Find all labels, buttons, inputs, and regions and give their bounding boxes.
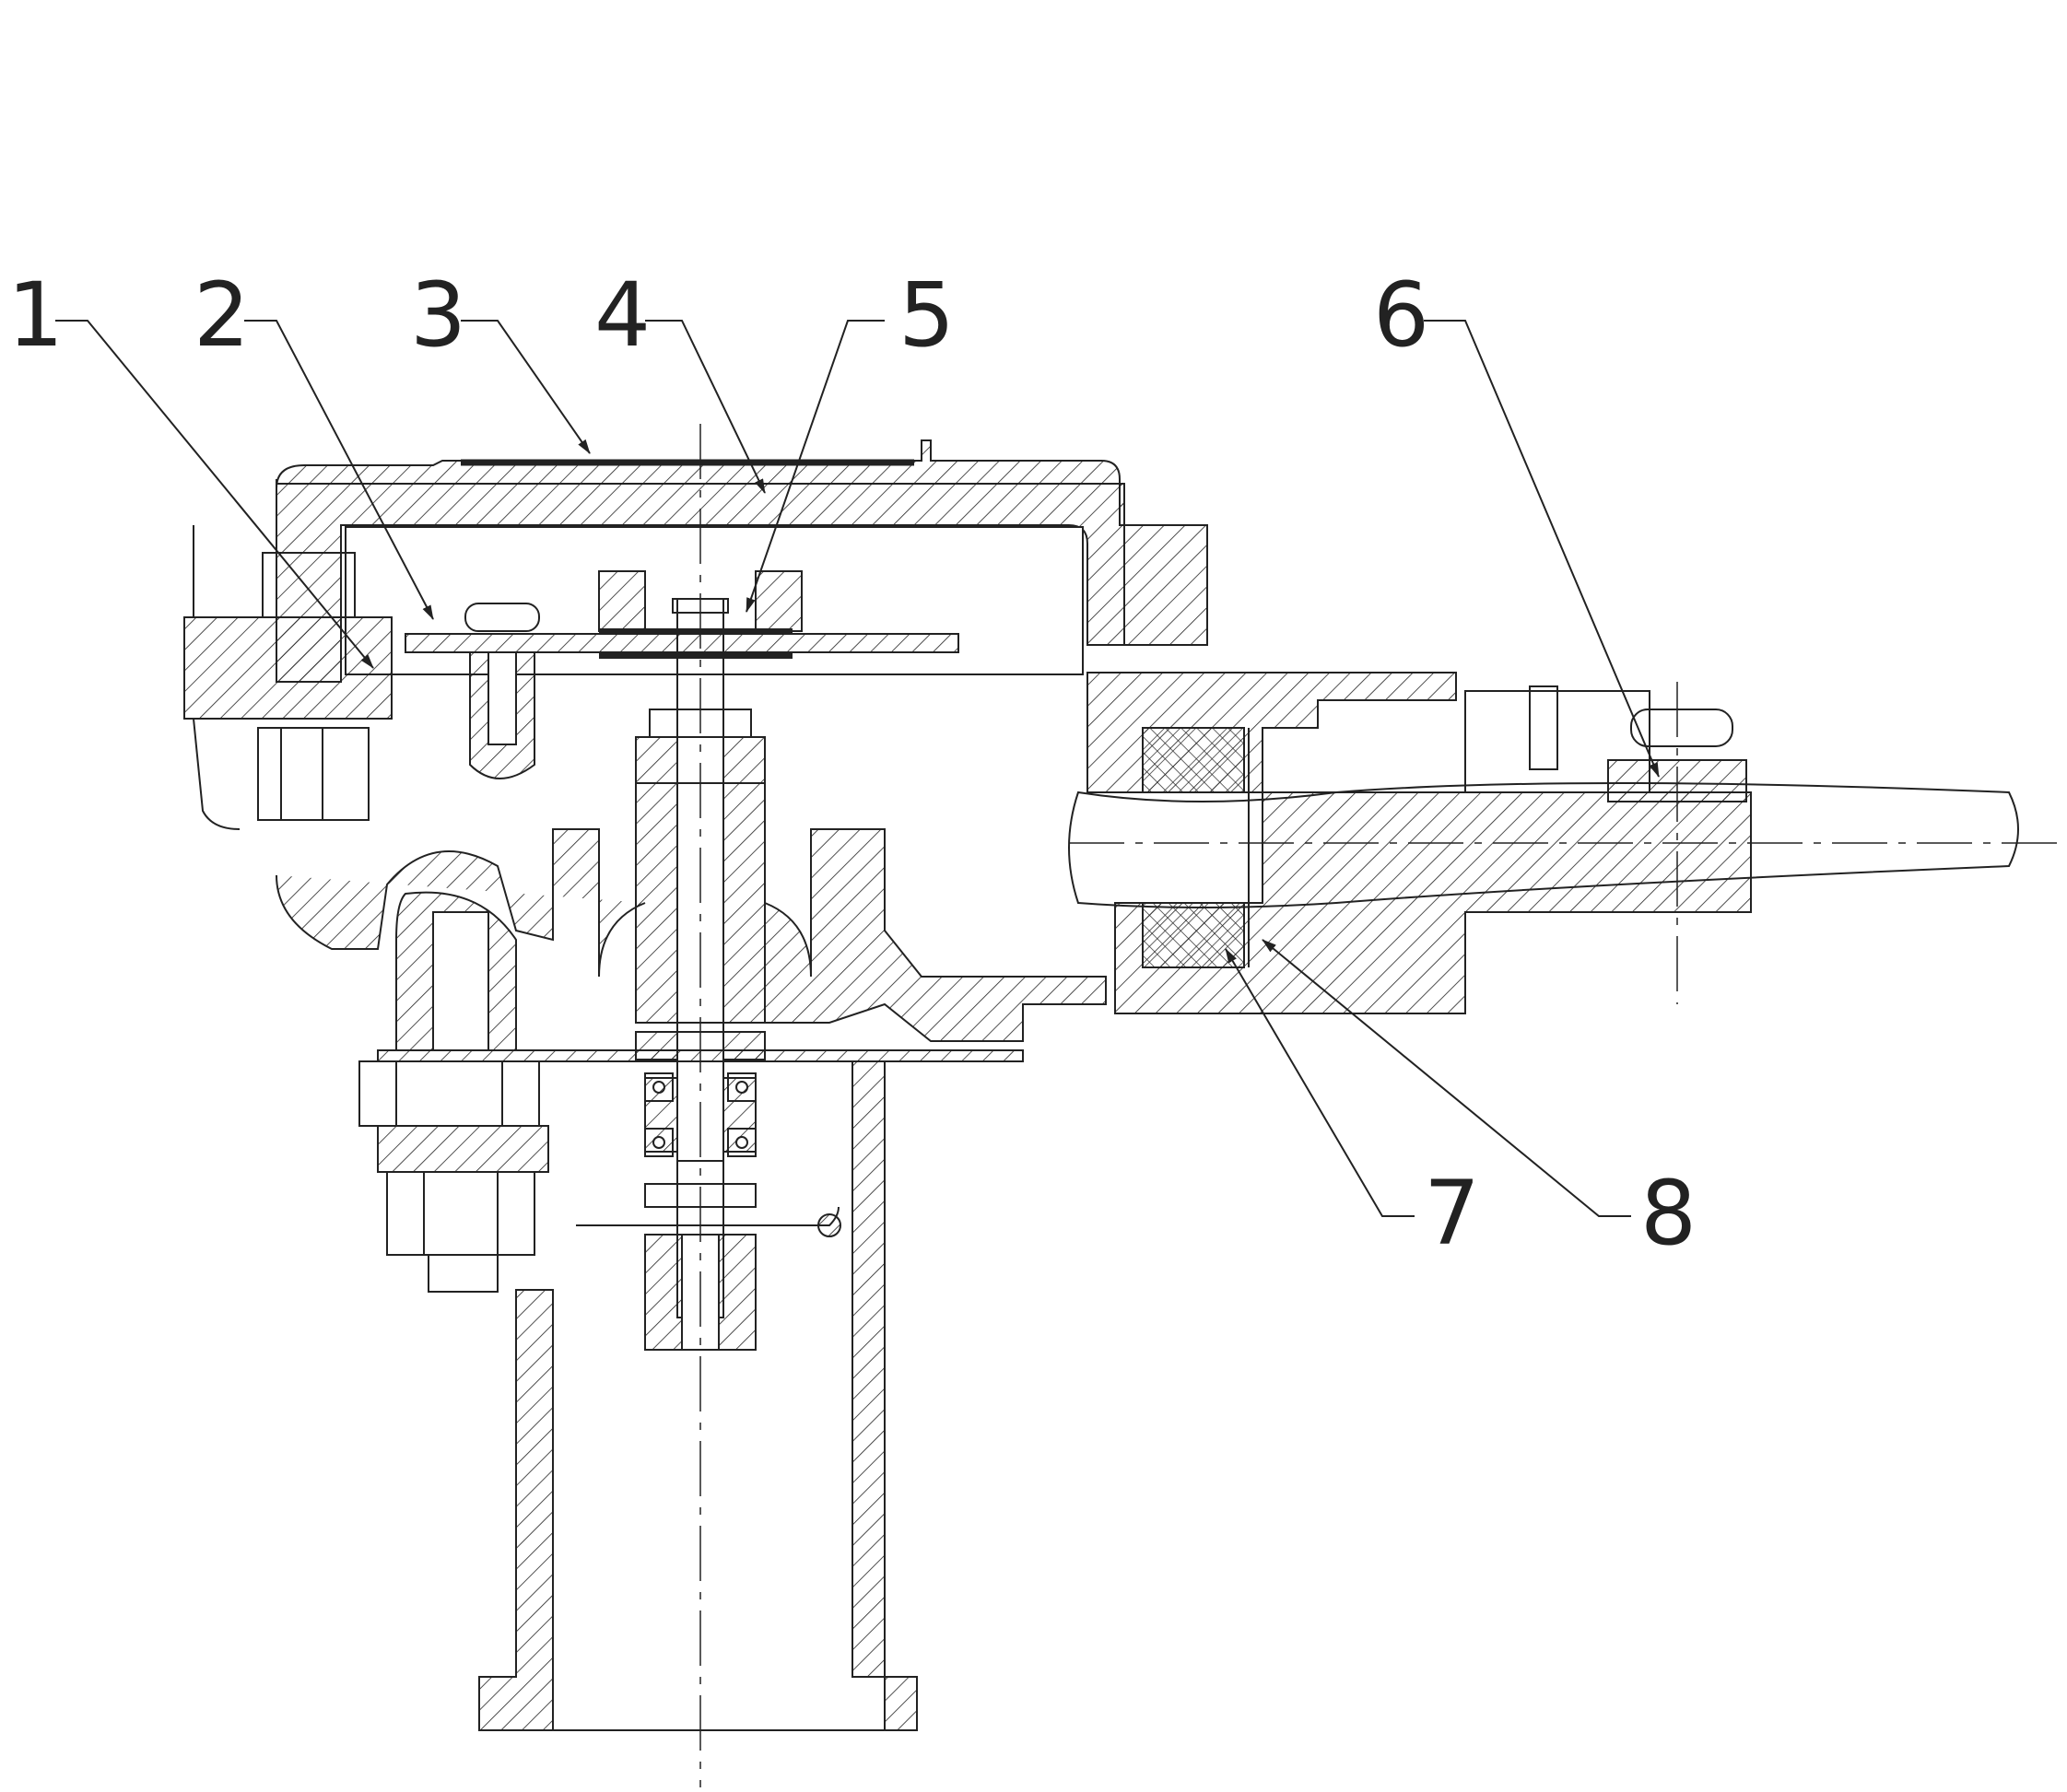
lower-tube	[478, 1060, 918, 1731]
callout-5: 5	[898, 264, 955, 367]
centre-lines	[699, 424, 2060, 1787]
callout-6: 6	[1373, 264, 1429, 367]
cable	[1068, 782, 2019, 908]
callout-2: 2	[194, 264, 250, 367]
callout-3: 3	[410, 264, 466, 367]
mid-body	[276, 828, 1107, 1062]
lower-nuts	[358, 1060, 549, 1293]
leader-lines	[55, 320, 1660, 1217]
callout-1: 1	[7, 264, 64, 367]
callout-4: 4	[594, 264, 651, 367]
left-mount-block	[183, 525, 393, 830]
callout-7: 7	[1424, 1162, 1480, 1265]
terminal-strip	[405, 603, 959, 779]
spring	[644, 1072, 757, 1157]
callout-8: 8	[1640, 1162, 1697, 1265]
